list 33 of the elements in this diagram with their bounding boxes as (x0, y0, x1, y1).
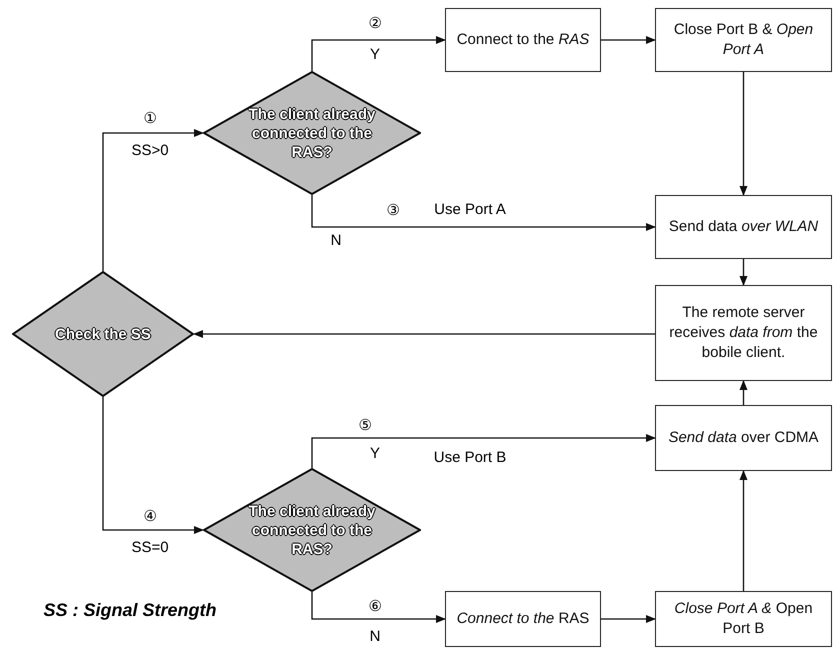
arrow (601, 615, 656, 623)
arrow (740, 259, 748, 286)
decision-diamond (203, 468, 421, 592)
arrow (102, 129, 204, 271)
decision-text: Check the SS (55, 324, 151, 344)
arrow (601, 36, 656, 44)
arrow (311, 36, 446, 71)
process-box: Send data over CDMA (655, 405, 832, 471)
arrow (311, 195, 656, 231)
step-number: ① (144, 109, 156, 127)
note: SS : Signal Strength (44, 601, 216, 619)
arrow (740, 380, 748, 405)
arrow (740, 470, 748, 591)
process-box: Close Port A & Open Port B (655, 591, 832, 647)
step-number: ④ (144, 507, 156, 525)
process-box: The remote server receives data from the bobile client. (655, 285, 832, 381)
process-box: Close Port B & Open Port A (655, 8, 832, 72)
arrow (193, 330, 655, 338)
decision-diamond (12, 271, 194, 397)
process-box: Connect to the RAS (445, 591, 601, 647)
arrow (311, 592, 446, 623)
step-number: ⑤ (358, 416, 372, 434)
process-box: Send data over WLAN (655, 195, 832, 259)
arrow (102, 397, 204, 534)
step-number: ③ (386, 201, 400, 219)
step-number: ⑥ (368, 597, 382, 615)
step-number: N (330, 232, 342, 250)
arrow (311, 434, 656, 468)
decision-diamond (203, 71, 421, 195)
process-box: Connect to the RAS (445, 8, 601, 72)
step-number: ② (368, 14, 382, 32)
arrow (740, 72, 748, 196)
step-number: Y (370, 445, 380, 463)
